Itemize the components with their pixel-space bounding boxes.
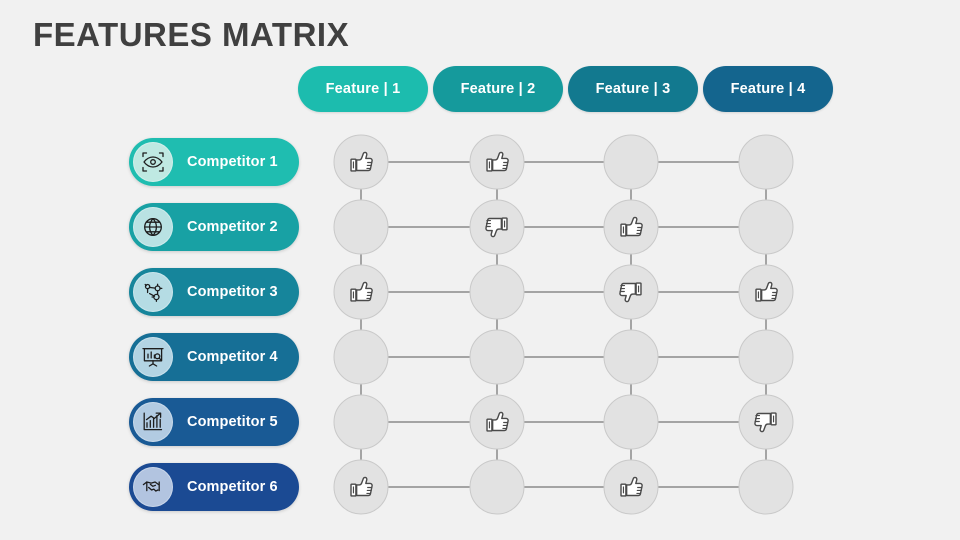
matrix-cell-r4-c2[interactable]	[469, 329, 525, 385]
matrix-cell-r2-c2[interactable]	[469, 199, 525, 255]
thumbs-down-fingers	[619, 285, 626, 293]
page-title: FEATURES MATRIX	[33, 16, 350, 53]
feature-pill-label: Feature | 1	[325, 81, 401, 97]
thumbs-down-fingers	[485, 220, 492, 228]
matrix-cell-empty	[603, 394, 659, 450]
matrix-cell-empty	[333, 329, 389, 385]
matrix-cell-r1-c3[interactable]	[603, 134, 659, 190]
thumbs-up-icon	[620, 216, 643, 237]
competitor-label: Competitor 2	[187, 219, 278, 235]
matrix-cell-r1-c2[interactable]	[469, 134, 525, 190]
matrix-cell-r2-c1[interactable]	[333, 199, 389, 255]
feature-pill-3[interactable]: Feature | 3	[568, 66, 698, 112]
matrix-cell-empty	[333, 199, 389, 255]
matrix-cell-empty	[469, 264, 525, 320]
feature-pill-4[interactable]: Feature | 4	[703, 66, 833, 112]
feature-header-row: Feature | 1 Feature | 2 Feature | 3 Feature…	[298, 66, 833, 112]
matrix-cell-empty	[603, 134, 659, 190]
matrix-cell-empty	[738, 134, 794, 190]
thumbs-up-icon	[755, 281, 778, 302]
thumbs-down-icon	[485, 217, 508, 238]
matrix-cell-r3-c4[interactable]	[738, 264, 794, 320]
competitor-list: Competitor 1 Competitor 2 Competitor 3 Comp…	[129, 138, 299, 528]
feature-pill-label: Feature | 4	[730, 81, 806, 97]
competitor-label: Competitor 6	[187, 479, 278, 495]
thumbs-up-fingers	[502, 421, 509, 429]
matrix-cell-r2-c3[interactable]	[603, 199, 659, 255]
competitor-pill-1[interactable]: Competitor 1	[129, 138, 299, 186]
grid-connectors	[360, 161, 767, 488]
matrix-cell-empty	[738, 199, 794, 255]
thumbs-down-icon	[619, 282, 642, 303]
feature-pill-1[interactable]: Feature | 1	[298, 66, 428, 112]
competitor-pill-5[interactable]: Competitor 5	[129, 398, 299, 446]
matrix-cell-r6-c2[interactable]	[469, 459, 525, 515]
thumbs-up-fingers	[366, 161, 373, 169]
eye-focus-icon	[133, 142, 173, 182]
thumbs-up-fingers	[502, 161, 509, 169]
feature-pill-2[interactable]: Feature | 2	[433, 66, 563, 112]
thumbs-up-fingers	[636, 486, 643, 494]
matrix-cell-r5-c2[interactable]	[469, 394, 525, 450]
matrix-cell-r5-c1[interactable]	[333, 394, 389, 450]
matrix-cell-empty	[738, 459, 794, 515]
matrix-cell-r1-c4[interactable]	[738, 134, 794, 190]
matrix-cell-r4-c1[interactable]	[333, 329, 389, 385]
thumbs-up-icon	[486, 151, 509, 172]
competitor-label: Competitor 5	[187, 414, 278, 430]
matrix-cell-empty	[469, 329, 525, 385]
matrix-cell-r5-c4[interactable]	[738, 394, 794, 450]
competitor-pill-2[interactable]: Competitor 2	[129, 203, 299, 251]
matrix-cell-r3-c3[interactable]	[603, 264, 659, 320]
thumbs-up-fingers	[636, 226, 643, 234]
competitor-pill-4[interactable]: Competitor 4	[129, 333, 299, 381]
competitor-label: Competitor 4	[187, 349, 278, 365]
matrix-cell-r3-c1[interactable]	[333, 264, 389, 320]
thumbs-up-icon	[350, 476, 373, 497]
thumbs-up-fingers	[771, 291, 778, 299]
thumbs-down-icon	[754, 412, 777, 433]
competitor-label: Competitor 1	[187, 154, 278, 170]
thumbs-up-icon	[620, 476, 643, 497]
matrix-cell-r6-c3[interactable]	[603, 459, 659, 515]
matrix-cell-r4-c4[interactable]	[738, 329, 794, 385]
matrix-cell-r4-c3[interactable]	[603, 329, 659, 385]
competitor-pill-3[interactable]: Competitor 3	[129, 268, 299, 316]
matrix-cell-r6-c4[interactable]	[738, 459, 794, 515]
matrix-cell-empty	[603, 329, 659, 385]
matrix-cell-r3-c2[interactable]	[469, 264, 525, 320]
matrix-cell-r5-c3[interactable]	[603, 394, 659, 450]
matrix-cell-empty	[469, 459, 525, 515]
feature-pill-label: Feature | 2	[460, 81, 536, 97]
thumbs-up-icon	[350, 151, 373, 172]
matrix-cell-empty	[333, 394, 389, 450]
matrix-cell-r2-c4[interactable]	[738, 199, 794, 255]
growth-chart-icon	[133, 402, 173, 442]
matrix-cell-r1-c1[interactable]	[333, 134, 389, 190]
thumbs-up-fingers	[366, 291, 373, 299]
matrix-cell-r6-c1[interactable]	[333, 459, 389, 515]
competitor-pill-6[interactable]: Competitor 6	[129, 463, 299, 511]
matrix-cell-empty	[738, 329, 794, 385]
competitor-label: Competitor 3	[187, 284, 278, 300]
thumbs-up-icon	[486, 411, 509, 432]
thumbs-up-fingers	[366, 486, 373, 494]
thumbs-up-icon	[350, 281, 373, 302]
feature-pill-label: Feature | 3	[595, 81, 671, 97]
globe-icon	[133, 207, 173, 247]
thumbs-down-fingers	[754, 415, 761, 423]
network-gears-icon	[133, 272, 173, 312]
handshake-icon	[133, 467, 173, 507]
presentation-chart-icon	[133, 337, 173, 377]
